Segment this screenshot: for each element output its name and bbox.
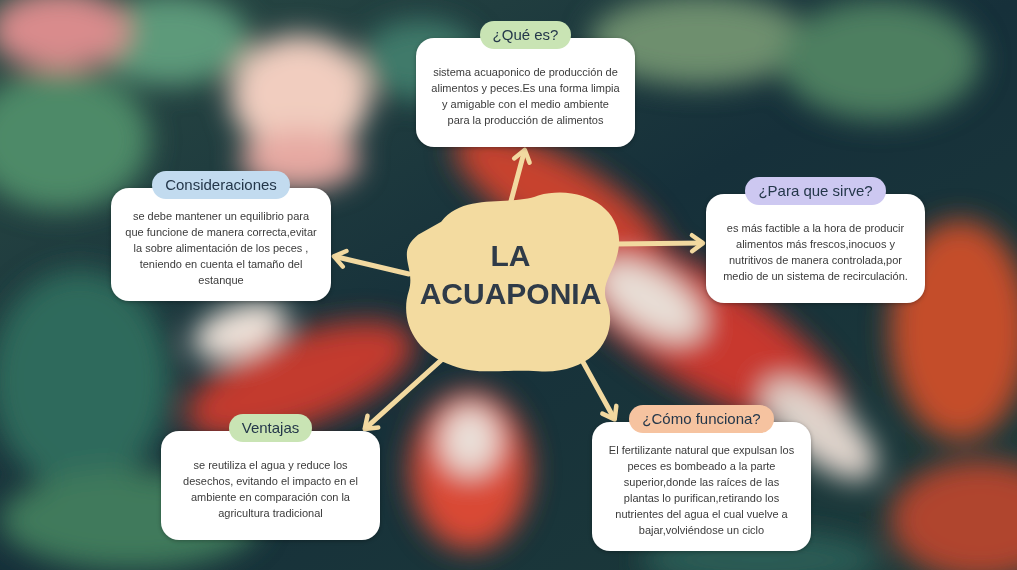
koi-fish-patch bbox=[184, 289, 295, 370]
blob-fill bbox=[406, 193, 619, 372]
info-card: Consideracionesse debe mantener un equil… bbox=[111, 188, 331, 301]
card-body: sistema acuaponico de producción de alim… bbox=[430, 55, 621, 129]
card-heading: Ventajas bbox=[229, 414, 313, 442]
card-body: es más factible a la hora de producir al… bbox=[720, 211, 911, 285]
central-blob: LA ACUAPONIA bbox=[395, 188, 626, 375]
info-card: Ventajasse reutiliza el agua y reduce lo… bbox=[161, 431, 380, 540]
card-heading: Consideraciones bbox=[152, 171, 290, 199]
info-card: ¿Cómo funciona?El fertilizante natural q… bbox=[592, 422, 811, 551]
connector-arrow bbox=[335, 257, 409, 274]
koi-fish bbox=[890, 460, 1017, 570]
connector-arrow bbox=[580, 356, 614, 418]
koi-fish bbox=[410, 390, 530, 550]
card-heading: ¿Qué es? bbox=[480, 21, 572, 49]
central-title: LA ACUAPONIA bbox=[408, 237, 613, 312]
connector-arrow bbox=[617, 243, 702, 244]
connector-arrow bbox=[365, 360, 441, 428]
card-heading: ¿Para que sirve? bbox=[745, 177, 885, 205]
card-body: El fertilizante natural que expulsan los… bbox=[606, 433, 797, 539]
card-heading: ¿Cómo funciona? bbox=[629, 405, 773, 433]
lily-leaf bbox=[0, 270, 170, 490]
connector-arrow bbox=[511, 151, 525, 203]
koi-fish-patch bbox=[440, 405, 500, 475]
lily-leaf bbox=[780, 0, 980, 120]
info-card: ¿Para que sirve?es más factible a la hor… bbox=[706, 194, 925, 303]
lotus-flower bbox=[0, 0, 130, 70]
card-body: se reutiliza el agua y reduce los desech… bbox=[175, 448, 366, 522]
info-card: ¿Qué es?sistema acuaponico de producción… bbox=[416, 38, 635, 147]
card-body: se debe mantener un equilibrio para que … bbox=[125, 199, 317, 289]
